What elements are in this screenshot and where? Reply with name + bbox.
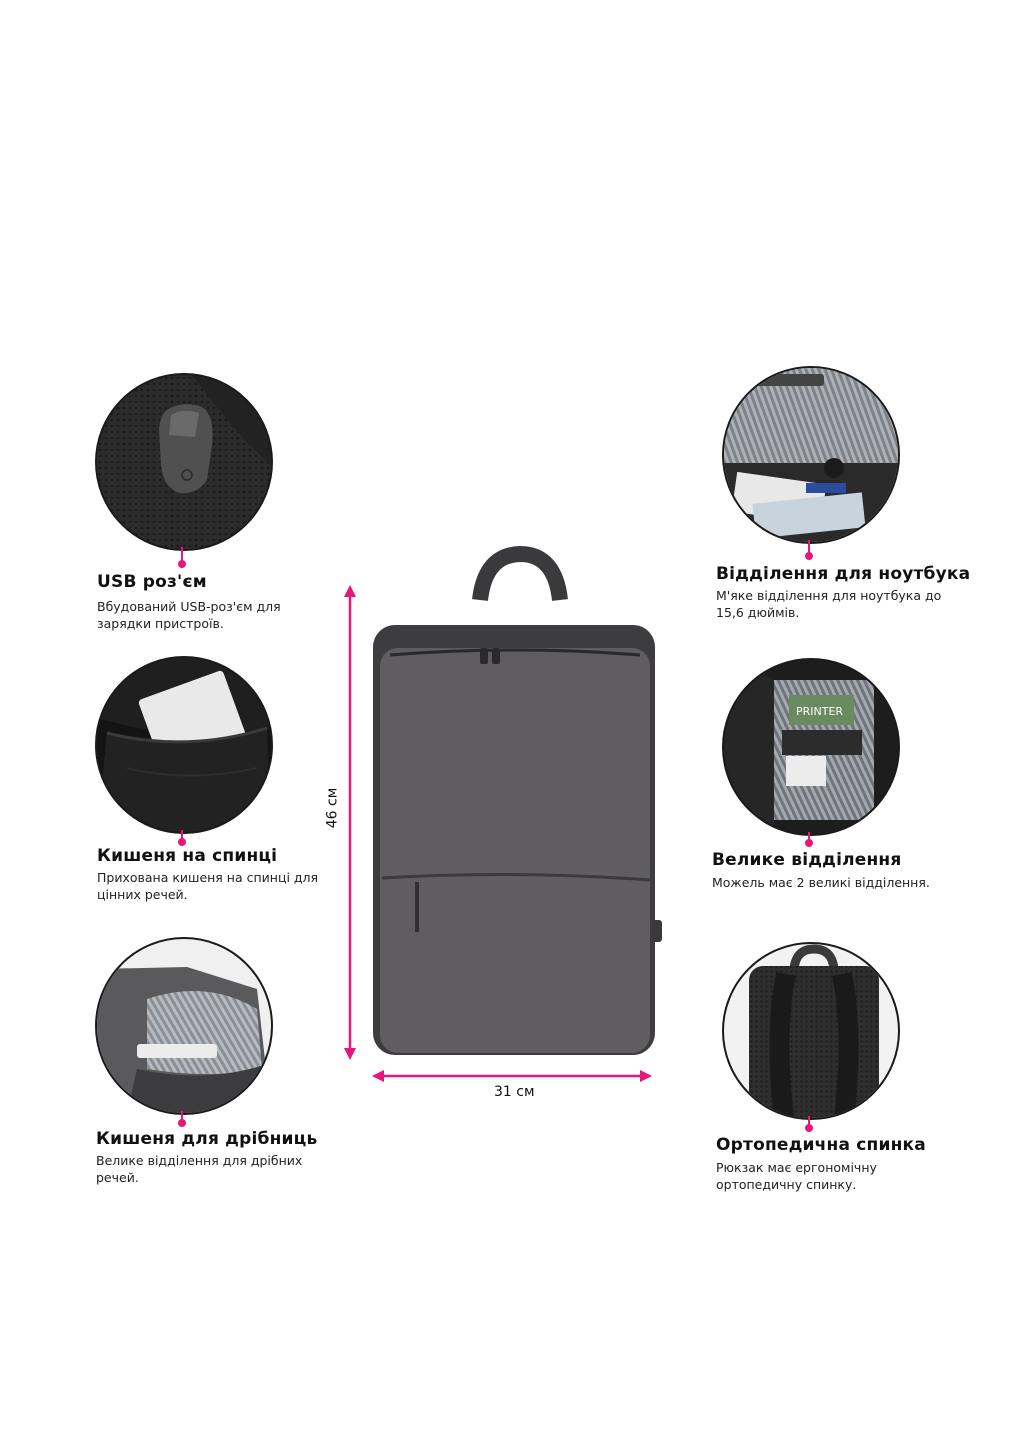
width-dimension-arrow	[372, 1070, 652, 1082]
usb-port-photo	[95, 373, 273, 551]
printer-label: PRINTER	[796, 705, 843, 718]
orthopedic-back-photo	[722, 942, 900, 1120]
back-pocket-photo	[95, 656, 273, 834]
feature-title-back-pocket: Кишеня на спинці	[97, 846, 278, 866]
main-compartment-icon: PRINTER	[724, 660, 898, 834]
feature-desc-big: Можель має 2 великі відділення.	[712, 875, 930, 890]
laptop-compartment-photo	[722, 366, 900, 544]
height-label: 46 см	[324, 787, 341, 829]
feature-title-small-pocket: Кишеня для дрібниць	[96, 1129, 318, 1149]
feature-title-usb: USB роз'єм	[97, 572, 207, 592]
width-label: 31 см	[494, 1084, 535, 1100]
feature-desc-ortho: Рюкзак має ергономічну ортопедичну спинк…	[716, 1160, 877, 1192]
feature-title-laptop: Відділення для ноутбука	[716, 564, 971, 584]
height-dimension-arrow	[344, 585, 356, 1060]
feature-desc-laptop: М'яке відділення для ноутбука до 15,6 дю…	[716, 588, 942, 620]
feature-desc-back-pocket: Прихована кишеня на спинці для цінних ре…	[97, 870, 319, 902]
orthopedic-back-icon	[724, 944, 898, 1118]
feature-desc-small-pocket: Велике відділення для дрібних речей.	[96, 1153, 303, 1185]
feature-title-ortho: Ортопедична спинка	[716, 1135, 926, 1155]
feature-desc-usb: Вбудований USB-роз'єм для зарядки пристр…	[97, 599, 281, 631]
laptop-compartment-icon	[724, 368, 898, 542]
main-compartment-photo: PRINTER	[722, 658, 900, 836]
back-pocket-icon	[97, 658, 271, 832]
small-pocket-photo	[95, 937, 273, 1115]
usb-port-icon	[97, 375, 271, 549]
feature-title-big: Велике відділення	[712, 850, 902, 870]
backpack-image	[373, 545, 662, 1055]
small-pocket-icon	[97, 939, 271, 1113]
